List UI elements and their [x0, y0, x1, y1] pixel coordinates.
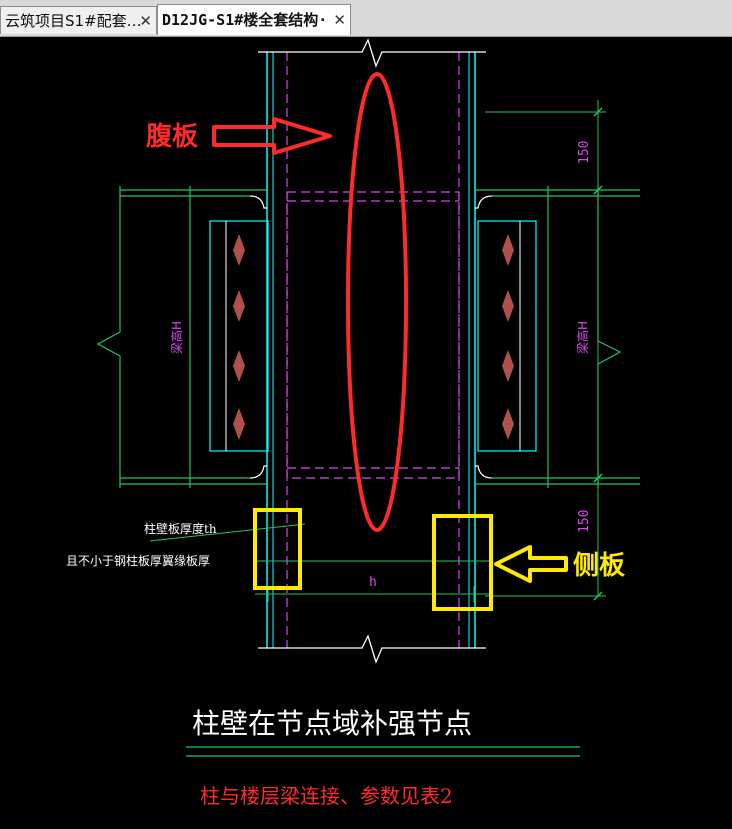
close-icon[interactable]: ✕	[333, 11, 346, 29]
red-ellipse-markup	[346, 72, 408, 532]
note-thickness: 柱壁板厚度th	[144, 521, 217, 536]
side-plate-label: 侧板	[573, 551, 625, 581]
break-lines	[258, 38, 486, 664]
dimension-150-top: 150	[577, 141, 592, 164]
dimension-150-bottom: 150	[577, 510, 592, 533]
tab-document-2[interactable]: D12JG-S1#楼全套结构· ✕	[157, 4, 351, 35]
shear-plate-left	[209, 220, 269, 452]
red-arrow-markup	[212, 117, 332, 155]
yellow-arrow-markup	[494, 545, 568, 583]
yellow-box-markup-left	[253, 508, 302, 590]
dimension-ticks	[593, 107, 603, 601]
tab-bar: 云筑项目S1#配套… ✕ D12JG-S1#楼全套结构· ✕	[0, 0, 732, 37]
drawing-title: 柱壁在节点域补强节点	[192, 707, 472, 740]
yellow-box-markup-right	[432, 514, 493, 611]
dimension-h: h	[369, 575, 377, 590]
dimensions	[149, 100, 606, 602]
web-plate-label: 腹板	[145, 121, 198, 152]
drawing-subtitle: 柱与楼层梁连接、参数见表2	[200, 784, 453, 808]
note-min-thickness: 且不小于钢柱板厚翼缘板厚	[66, 553, 210, 568]
shear-plate-right	[477, 220, 537, 452]
tab-title: D12JG-S1#楼全套结构·	[162, 11, 328, 29]
close-icon[interactable]: ✕	[139, 12, 152, 30]
tab-document-1[interactable]: 云筑项目S1#配套… ✕	[0, 6, 157, 34]
beam-right	[475, 186, 640, 488]
tab-title: 云筑项目S1#配套…	[5, 12, 142, 30]
weld-access-holes	[249, 195, 493, 479]
cad-drawing-canvas[interactable]: 150 150 梁高H 梁高H h 柱壁板厚度th 且不小于钢柱板厚翼缘板厚 柱…	[0, 36, 732, 829]
dimension-beam-height-right: 梁高H	[575, 321, 590, 354]
dimension-beam-height-left: 梁高H	[169, 321, 184, 354]
